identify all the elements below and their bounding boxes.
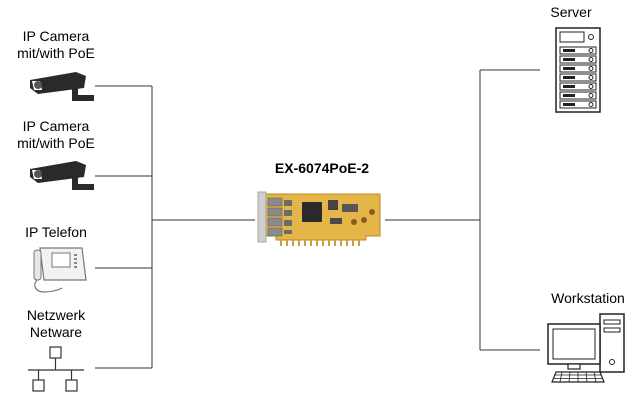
server-rack-icon [555, 27, 601, 113]
camera1-label-line1: IP Camera [22, 28, 90, 44]
camera2-label-line2: mit/with PoE [17, 135, 95, 151]
card-label: EX-6074PoE-2 [274, 160, 370, 176]
network-label-line2: Netware [29, 324, 83, 340]
network-label: Netzwerk Netware [2, 307, 110, 341]
ip-phone-icon [33, 247, 87, 293]
server-label: Server [550, 4, 592, 20]
security-camera-icon [30, 72, 94, 101]
network-label-line1: Netzwerk [26, 307, 86, 323]
camera1-label: IP Camera mit/with PoE [2, 28, 110, 62]
camera2-label-line1: IP Camera [22, 118, 90, 134]
pcie-card-icon [257, 191, 381, 246]
security-camera-icon [30, 161, 94, 190]
phone-label: IP Telefon [25, 224, 87, 240]
camera1-label-line2: mit/with PoE [17, 45, 95, 61]
desktop-computer-icon [547, 313, 625, 383]
network-topology-icon [28, 346, 84, 392]
camera2-label: IP Camera mit/with PoE [2, 118, 110, 152]
workstation-label: Workstation [551, 290, 625, 306]
